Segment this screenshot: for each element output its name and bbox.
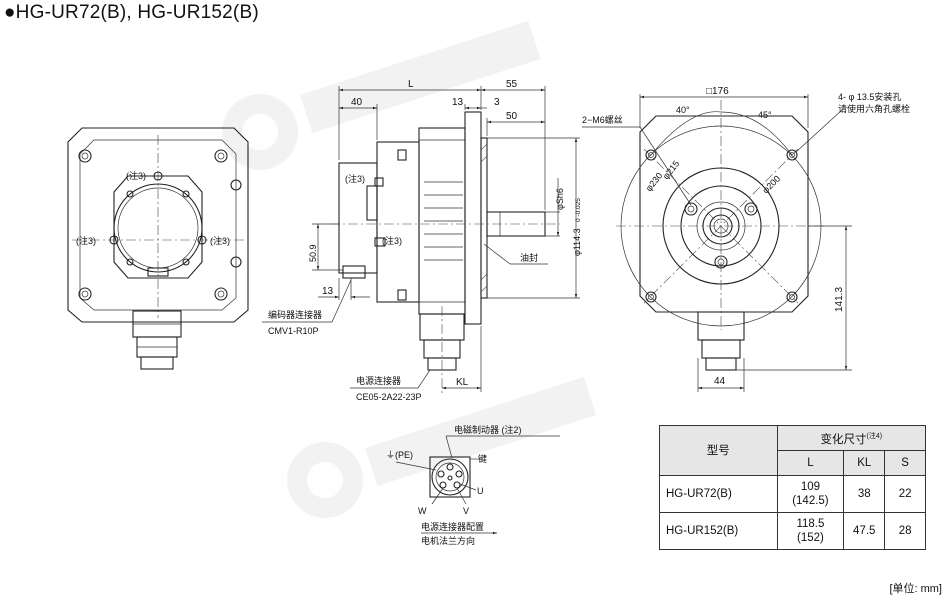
connector-layout-label-1: 电源连接器配置 — [421, 521, 484, 532]
angle-40-label: 40° — [676, 105, 690, 115]
row-L-alt: (142.5) — [792, 495, 829, 507]
row-KL: 47.5 — [843, 512, 886, 550]
col-L-header: L — [776, 450, 845, 476]
encoder-connector-label: 编码器连接器 — [268, 309, 322, 320]
screw-icons — [109, 171, 207, 266]
watermark-top — [222, 20, 541, 170]
connector-pin-layout: 电磁制动器 (注2) 键 ⏚(PE) U V W 电源连接器配置 电机法兰方向 — [386, 424, 560, 546]
pin-U-label: U — [477, 486, 484, 496]
table-row: HG-UR72(B) 109 (142.5) 38 22 — [659, 475, 926, 513]
angle-45-label: 45° — [758, 110, 772, 120]
power-connector-label: 电源连接器 — [356, 375, 401, 386]
connector-pin-icons — [437, 463, 463, 489]
rear-view: (注3) (注3) (注3) — [67, 127, 249, 370]
mount-holes-label-2: 请使用六角孔螺栓 — [838, 103, 910, 114]
table-row: HG-UR152(B) 118.5 (152) 47.5 28 — [659, 512, 926, 550]
row-S: 28 — [884, 512, 926, 550]
row-L-value: 109 — [800, 481, 821, 493]
dim-44-label: 44 — [714, 376, 726, 387]
key-label: 键 — [478, 453, 487, 464]
dim-L-label: L — [408, 79, 414, 90]
note3-label-left: (注3) — [76, 235, 96, 246]
square-176-label: □176 — [706, 86, 729, 97]
dim-40-label: 40 — [351, 97, 363, 108]
dims-header: 变化尺寸(注4) — [776, 425, 927, 451]
note3-label-right: (注3) — [210, 235, 230, 246]
dims-header-note: (注4) — [866, 432, 883, 440]
row-L-value: 118.5 — [796, 518, 825, 530]
col-KL-header: KL — [843, 450, 886, 476]
row-KL: 38 — [843, 475, 886, 513]
dim-KL-label: KL — [456, 377, 469, 388]
row-L-alt: (152) — [797, 532, 824, 544]
dim-55-label: 55 — [506, 79, 518, 90]
flange-diameter-label: φ114.3 — [572, 228, 582, 256]
pin-W-label: W — [418, 506, 427, 516]
m6-screw-icons — [684, 202, 758, 269]
flange-tolerance-label: 0 -0.025 — [575, 198, 582, 222]
pe-pin-label: ⏚(PE) — [386, 450, 413, 460]
page-title: ●HG-UR72(B), HG-UR152(B) — [4, 2, 259, 23]
m6-screw-label: 2−M6螺丝 — [582, 114, 623, 125]
pin-V-label: V — [463, 506, 469, 516]
shaft-diameter-label: φSh6 — [555, 188, 565, 210]
row-model: HG-UR72(B) — [659, 475, 778, 513]
dia-200-label: φ200 — [760, 174, 782, 196]
power-connector-rear — [132, 310, 182, 370]
dia-215-label: φ215 — [661, 159, 682, 182]
note3-label-side: (注3) — [382, 235, 402, 246]
row-model: HG-UR152(B) — [659, 512, 778, 550]
side-view: (注3) (注3) — [262, 79, 582, 402]
row-S: 22 — [884, 475, 926, 513]
col-S-header: S — [884, 450, 926, 476]
power-connector-front — [697, 311, 745, 371]
power-connector-side — [419, 306, 465, 396]
oil-seal-label: 油封 — [520, 252, 538, 263]
dim-13-label: 13 — [452, 97, 464, 108]
model-header: 型号 — [659, 425, 778, 476]
mount-holes-label-1: 4- φ 13.5安装孔 — [838, 91, 901, 102]
note3-label-side-top: (注3) — [345, 173, 365, 184]
dim-50-9-label: 50.9 — [308, 244, 318, 262]
row-L: 118.5 (152) — [776, 512, 845, 550]
dim-13b-label: 13 — [322, 286, 334, 297]
note3-label-top: (注3) — [126, 170, 146, 181]
power-connector-model: CE05-2A22-23P — [356, 392, 422, 402]
flange-view: □176 40° 45° φ215 φ230 φ200 2−M6螺丝 4- φ … — [582, 86, 910, 392]
mount-hole-icons — [645, 149, 798, 303]
dim-50-label: 50 — [506, 111, 518, 122]
row-L: 109 (142.5) — [776, 475, 845, 513]
dim-3-label: 3 — [494, 97, 500, 108]
connector-layout-label-2: 电机法兰方向 — [421, 535, 475, 546]
watermark-bottom — [287, 376, 597, 518]
encoder-connector-model: CMV1-R10P — [268, 326, 319, 336]
dimension-table: 型号 变化尺寸(注4) L KL S HG-UR72(B) 109 (142.5)… — [659, 425, 927, 550]
brake-label: 电磁制动器 (注2) — [454, 424, 522, 435]
corner-bolt-icons — [78, 149, 242, 301]
dim-141-3-label: 141.3 — [834, 287, 845, 312]
cooling-fins — [424, 181, 463, 261]
unit-label: [单位: mm] — [889, 583, 942, 595]
dims-header-text: 变化尺寸 — [820, 433, 867, 446]
